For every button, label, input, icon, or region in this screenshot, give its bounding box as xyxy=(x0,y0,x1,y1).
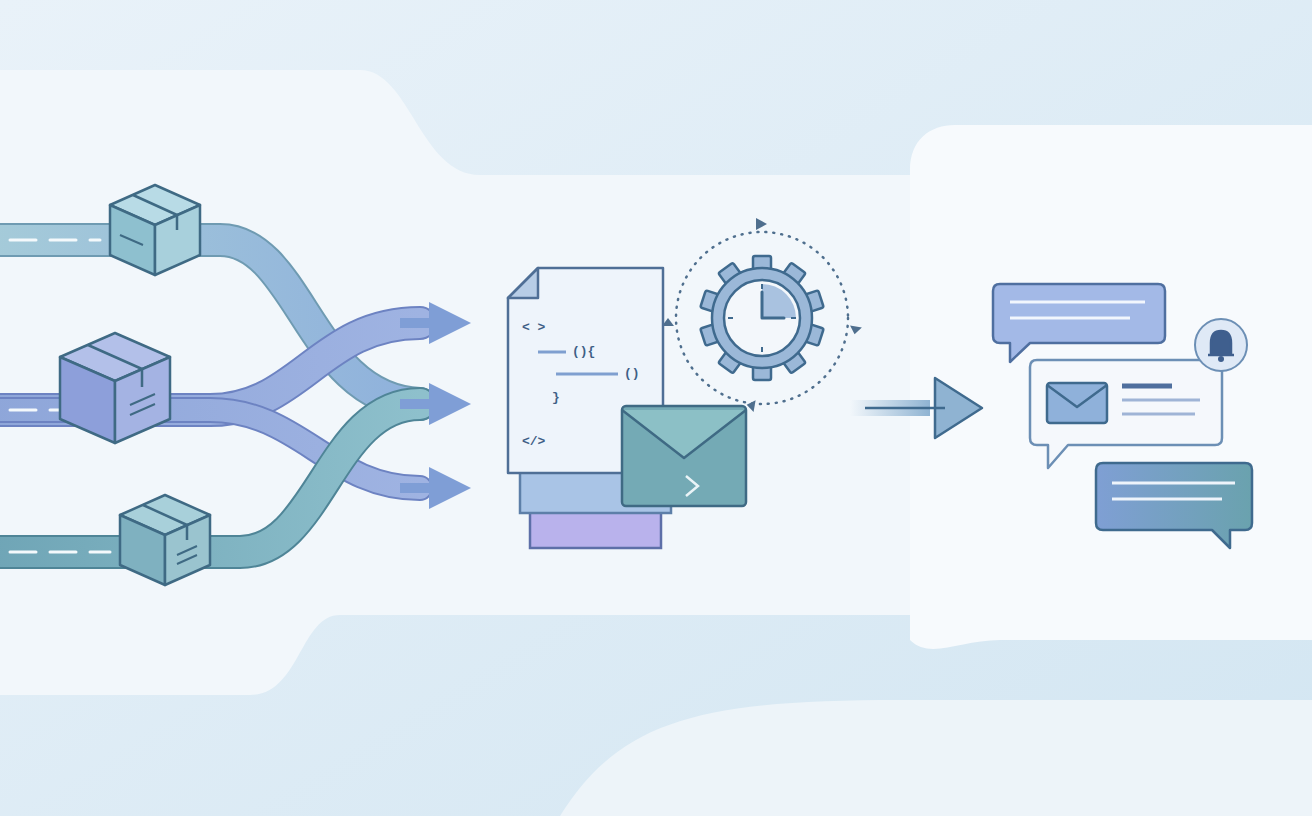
cycle-head xyxy=(849,325,862,335)
right-panel xyxy=(910,125,1312,649)
cycle-head xyxy=(756,218,767,230)
package-box xyxy=(110,185,200,275)
code-text: () xyxy=(624,366,640,381)
output-arrow xyxy=(865,378,982,438)
notification-bubble xyxy=(1030,360,1222,468)
gear xyxy=(700,256,823,380)
bubble-lines xyxy=(1112,483,1235,499)
arrow xyxy=(400,399,450,409)
code-text: </> xyxy=(522,434,545,449)
message-line xyxy=(1122,384,1172,389)
gear-body xyxy=(712,268,812,368)
merge-arrows xyxy=(400,323,450,488)
clock-ticks xyxy=(728,284,796,352)
clock-hands xyxy=(762,292,784,318)
messages xyxy=(993,284,1252,548)
code-document: < > (){ ()} </> xyxy=(508,268,663,473)
page-fold xyxy=(508,268,538,298)
bubble-lines xyxy=(1010,302,1145,318)
clock-face xyxy=(724,280,800,356)
left-panel xyxy=(0,70,930,695)
lanes xyxy=(0,240,420,552)
gear-clock xyxy=(662,218,862,412)
mail-flap xyxy=(1047,385,1107,407)
package-box xyxy=(60,333,170,443)
code-text: < > xyxy=(522,320,545,335)
package-boxes xyxy=(60,185,210,585)
bell xyxy=(1208,331,1234,355)
code-text: (){ xyxy=(572,344,595,359)
clock-sector xyxy=(762,284,796,318)
arrow xyxy=(400,318,450,328)
cycle-ring xyxy=(676,232,848,404)
message-line xyxy=(1122,400,1200,414)
mail-icon xyxy=(1047,383,1107,423)
arrow xyxy=(400,483,450,493)
chat-bubble xyxy=(1096,463,1252,548)
chat-bubble xyxy=(993,284,1165,362)
bell-clapper xyxy=(1218,356,1224,362)
bottom-wave xyxy=(560,700,1312,816)
envelope xyxy=(622,406,746,506)
bell-badge xyxy=(1195,319,1247,371)
package-box xyxy=(120,495,210,585)
code-text: } xyxy=(552,390,560,405)
